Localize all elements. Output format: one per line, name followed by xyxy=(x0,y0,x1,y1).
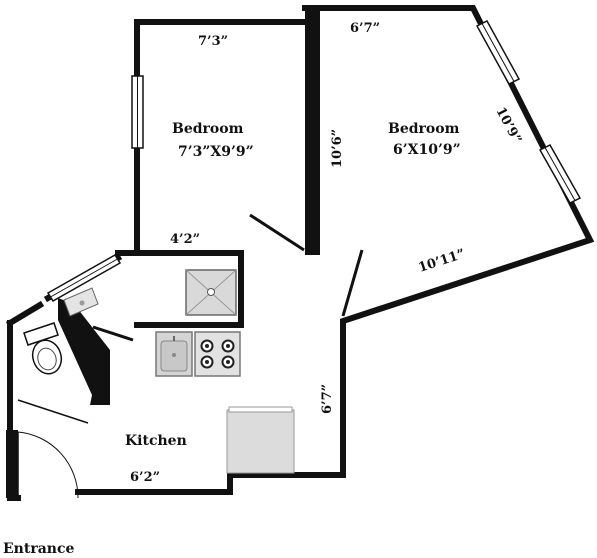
kitchen-sink-icon xyxy=(155,331,193,377)
door-entrance-swing xyxy=(17,431,79,499)
room-label-right-bedroom: Bedroom xyxy=(388,121,460,137)
room-label-left-bedroom: Bedroom xyxy=(172,121,244,137)
room-size-right-bedroom: 6’X10’9” xyxy=(393,142,461,158)
door-bath xyxy=(92,325,134,342)
walls xyxy=(5,5,595,501)
shower-icon xyxy=(185,269,237,316)
doors xyxy=(17,213,364,499)
refrigerator-icon xyxy=(226,406,295,474)
windows xyxy=(46,20,582,303)
dim-left-bedroom-top: 7’3” xyxy=(198,34,228,49)
room-size-left-bedroom: 7’3”X9’9” xyxy=(178,144,254,160)
stove-icon xyxy=(194,331,241,377)
dim-kitchen-bottom: 6’2” xyxy=(130,470,160,485)
entry-wall-stub xyxy=(6,430,18,498)
dim-right-bedroom-diagonal: 10’9” xyxy=(492,105,524,147)
hall-top-wall xyxy=(115,250,244,328)
room-label-kitchen: Kitchen xyxy=(125,433,187,449)
door-left-bedroom xyxy=(249,213,305,252)
dim-right-bedroom-bottom: 10’11” xyxy=(417,247,467,276)
left-bedroom-wall xyxy=(134,19,307,256)
dim-hall-width: 4’2” xyxy=(170,232,200,247)
toilet-icon xyxy=(23,322,63,375)
door-right-bedroom xyxy=(341,249,364,317)
bath-fixtures xyxy=(23,287,110,405)
bath-partition xyxy=(58,298,110,405)
door-closet xyxy=(17,399,89,424)
entrance-label: Entrance xyxy=(3,541,74,557)
dim-right-bedroom-left: 10’6” xyxy=(330,129,345,168)
bath-diagonal-wall-2 xyxy=(5,300,45,328)
dim-kitchen-right: 6’7” xyxy=(320,384,335,414)
dim-right-bedroom-top: 6’7” xyxy=(350,21,380,36)
bedroom-divider-wall xyxy=(305,5,320,255)
